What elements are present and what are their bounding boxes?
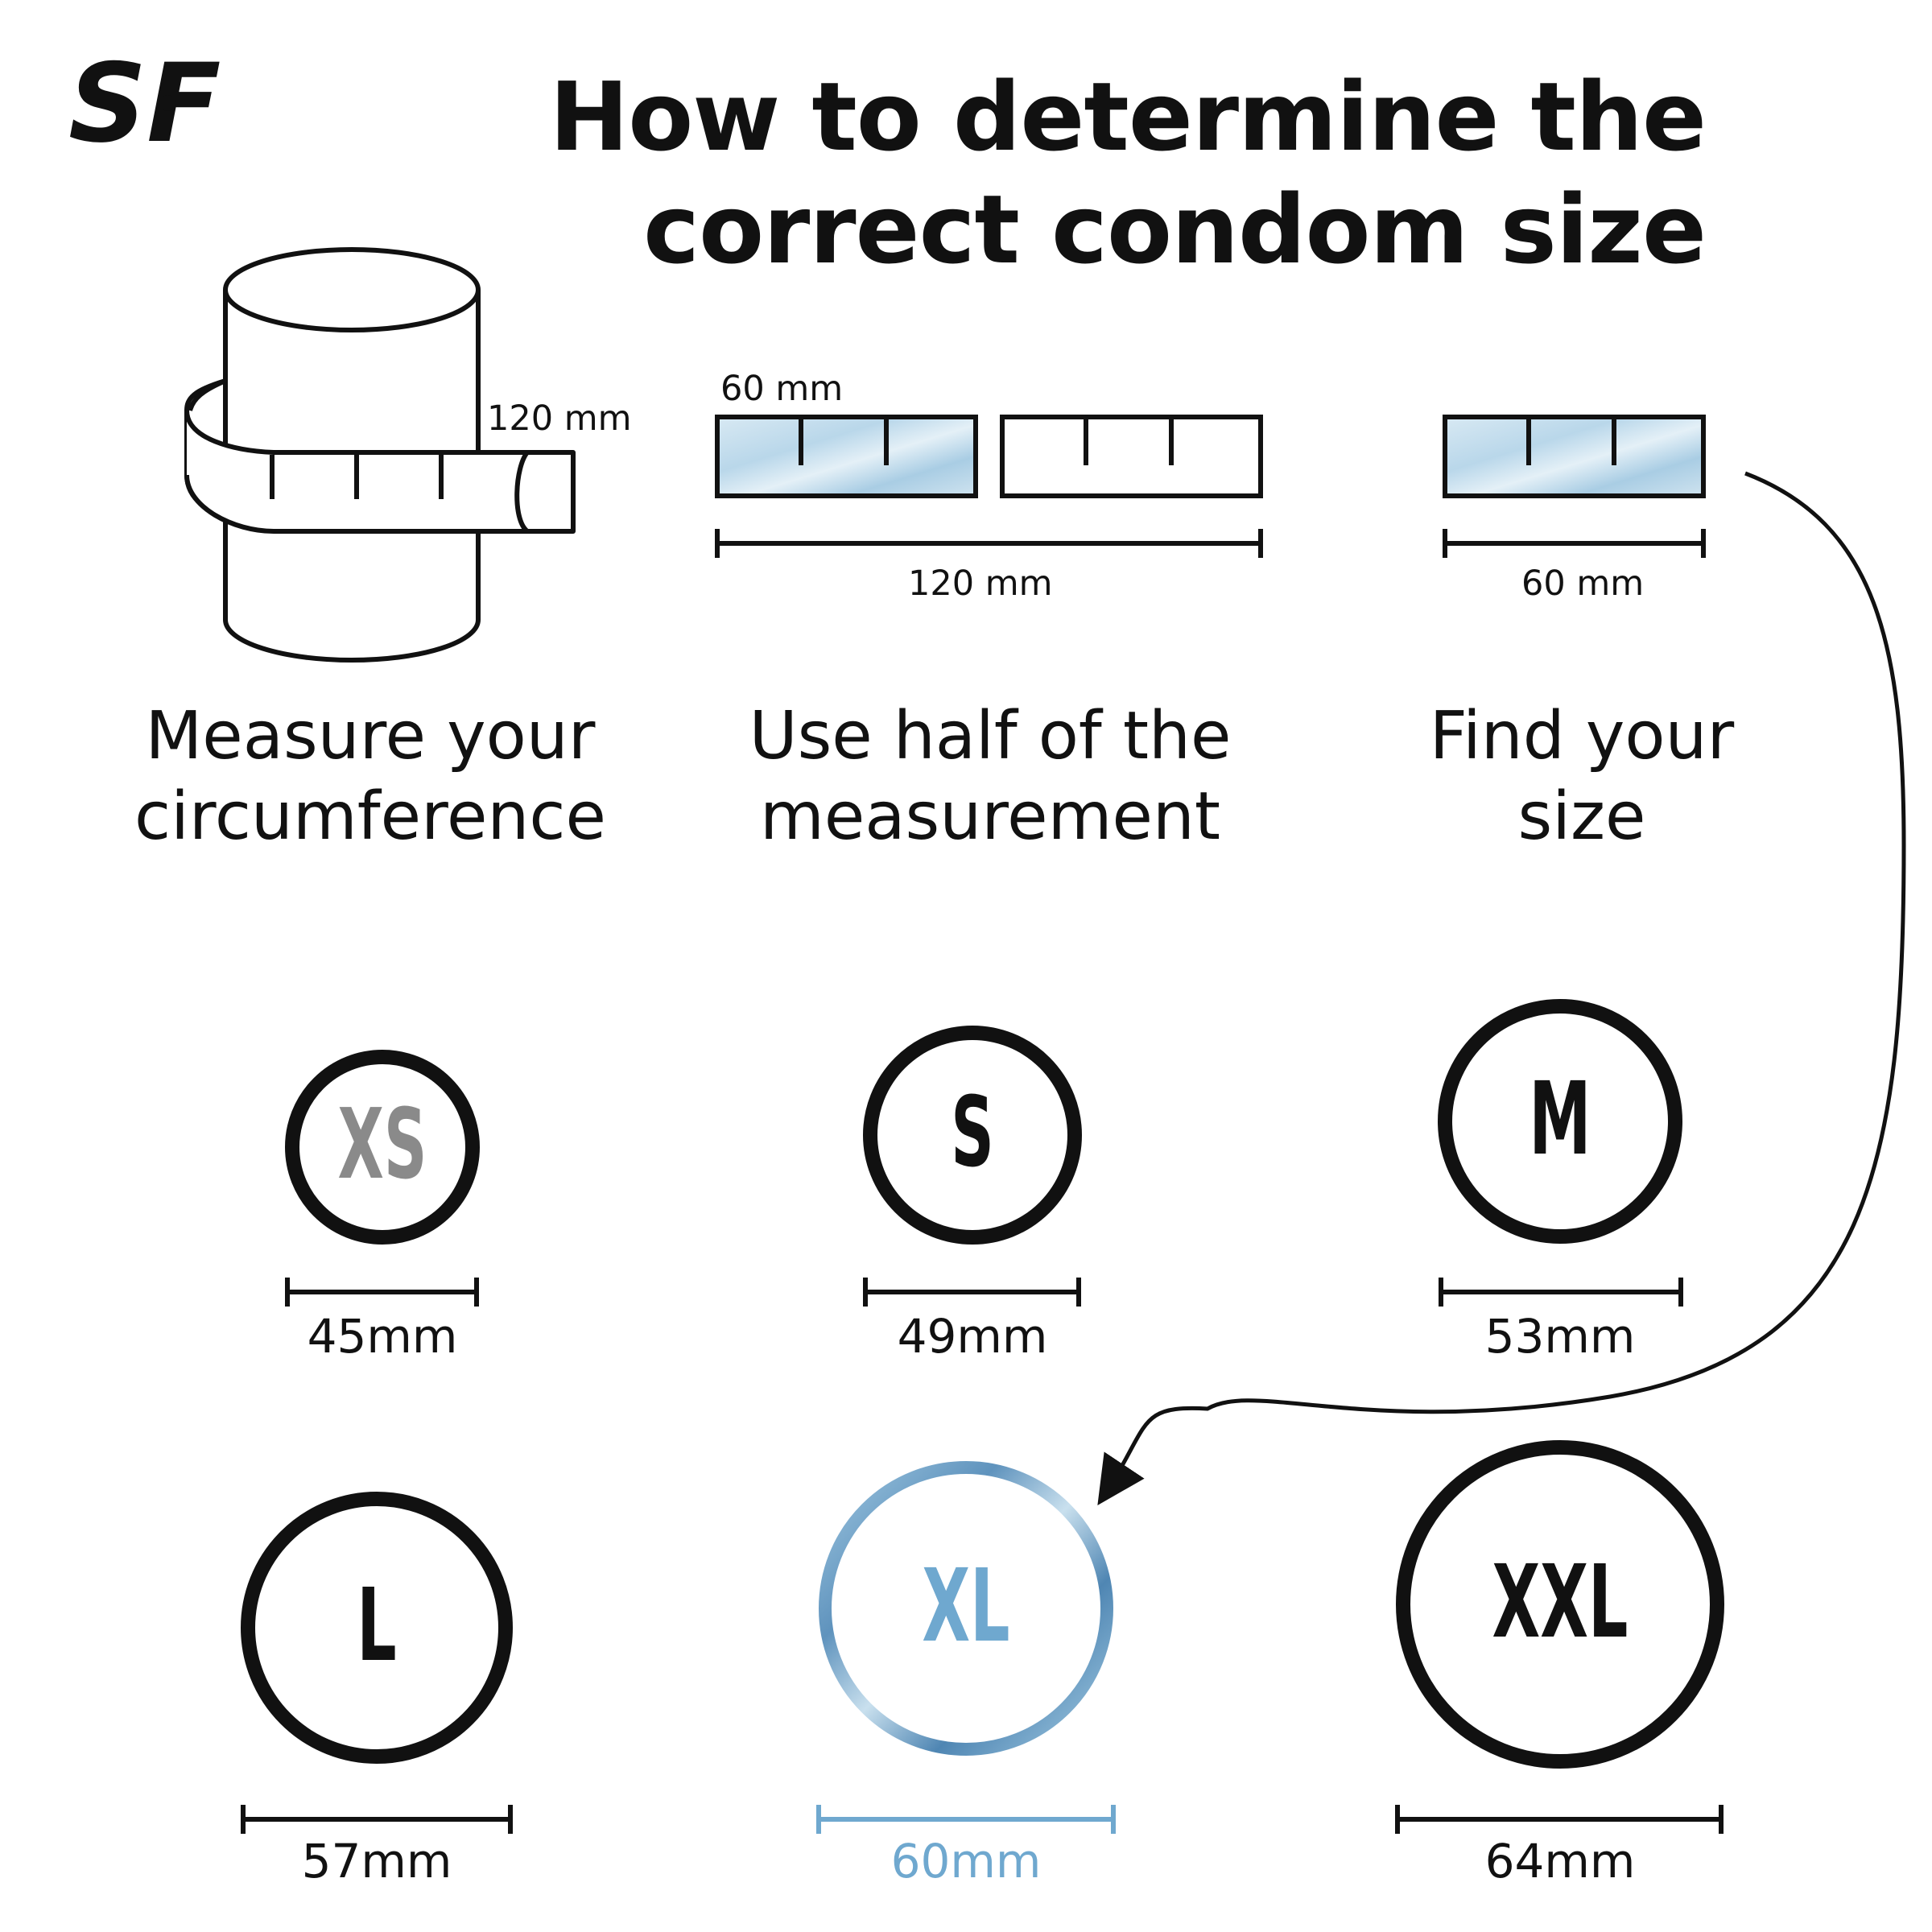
step-2-caption: Use half of the measurement — [708, 696, 1272, 857]
dimension-bar-m — [1439, 1278, 1683, 1307]
step-1-caption: Measure your circumference — [89, 696, 652, 857]
find-size-label: 60 mm — [1521, 564, 1645, 604]
size-measurement-xs: 45mm — [307, 1309, 458, 1364]
dimension-bar-l — [241, 1805, 513, 1834]
step-1-line-2: circumference — [134, 778, 606, 855]
size-letter-xl: XL — [922, 1547, 1010, 1665]
dimension-bar-xxl — [1395, 1805, 1724, 1834]
step-1-line-1: Measure your — [145, 698, 596, 774]
dimension-bar-xs — [285, 1278, 479, 1307]
circumference-label: 120 mm — [487, 398, 632, 439]
size-measurement-xxl: 64mm — [1484, 1834, 1636, 1889]
size-measurement-l: 57mm — [301, 1834, 452, 1889]
size-letter-m: M — [1529, 1060, 1591, 1178]
size-ring-xxl — [1396, 1440, 1724, 1769]
size-ring-m — [1438, 999, 1682, 1244]
size-letter-xs: XS — [337, 1088, 427, 1201]
step-2-line-1: Use half of the — [749, 698, 1232, 774]
size-measurement-s: 49mm — [897, 1309, 1048, 1364]
dimension-bar-s — [863, 1278, 1081, 1307]
half-bottom-label: 120 mm — [908, 564, 1053, 604]
pointer-arrow — [1097, 471, 1906, 1505]
size-measurement-m: 53mm — [1484, 1309, 1636, 1364]
step-3-line-2: size — [1517, 778, 1646, 855]
size-chart — [241, 999, 1724, 1834]
find-size-illustration — [1443, 415, 1706, 558]
dimension-bar-xl — [816, 1805, 1116, 1834]
size-ring-s — [863, 1026, 1082, 1245]
size-ring-l — [241, 1492, 513, 1764]
logo-text: SF — [68, 40, 221, 167]
half-measurement-illustration — [715, 415, 1263, 558]
step-3-line-1: Find your — [1429, 698, 1735, 774]
size-letter-s: S — [951, 1076, 994, 1189]
size-letter-xxl: XXL — [1492, 1543, 1629, 1661]
size-ring-xs — [285, 1050, 480, 1245]
half-top-label: 60 mm — [720, 369, 844, 409]
page-title-line-1: How to determine the — [549, 61, 1707, 172]
brand-logo: SF — [68, 40, 221, 167]
step-2-line-2: measurement — [759, 778, 1221, 855]
size-measurement-xl: 60mm — [890, 1834, 1042, 1889]
size-letter-l: L — [357, 1567, 397, 1684]
cylinder-illustration — [184, 247, 576, 663]
page-title-line-2: correct condom size — [643, 174, 1707, 285]
size-ring-xl — [819, 1461, 1113, 1756]
step-3-caption: Find your size — [1300, 696, 1864, 857]
